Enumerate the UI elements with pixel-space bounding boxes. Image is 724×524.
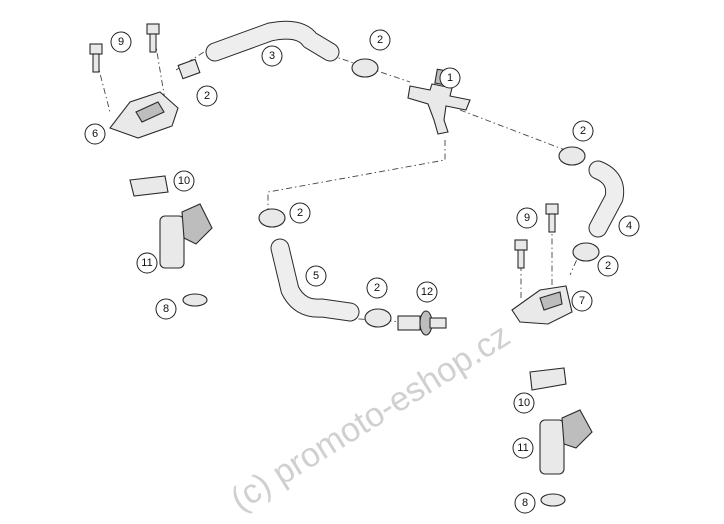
callout-5: 5 xyxy=(305,265,327,287)
svg-text:8: 8 xyxy=(163,303,169,315)
screws-9 xyxy=(89,23,559,269)
svg-text:2: 2 xyxy=(377,34,383,46)
outlet-fitting-part xyxy=(397,310,447,336)
callout-3: 3 xyxy=(261,45,283,67)
svg-text:1: 1 xyxy=(447,72,453,84)
svg-text:10: 10 xyxy=(178,175,190,187)
svg-text:10: 10 xyxy=(518,397,530,409)
callout-8: 8 xyxy=(514,492,536,514)
callout-10: 10 xyxy=(173,170,195,192)
bracket-6-part xyxy=(109,91,179,139)
svg-text:9: 9 xyxy=(524,212,530,224)
clips-10 xyxy=(129,175,567,391)
svg-text:2: 2 xyxy=(374,282,380,294)
svg-text:11: 11 xyxy=(517,442,528,454)
watermark-text: (c) promoto-eshop.cz xyxy=(224,316,517,518)
o-rings-8 xyxy=(182,293,566,507)
callout-11: 11 xyxy=(512,437,534,459)
callout-2: 2 xyxy=(289,202,311,224)
callout-4: 4 xyxy=(618,215,640,237)
injectors-11 xyxy=(159,203,593,475)
svg-text:6: 6 xyxy=(92,128,98,140)
callout-2: 2 xyxy=(369,29,391,51)
callout-1: 1 xyxy=(439,67,461,89)
svg-text:7: 7 xyxy=(579,295,585,307)
callout-6: 6 xyxy=(84,123,106,145)
callout-12: 12 xyxy=(416,281,438,303)
svg-text:2: 2 xyxy=(297,207,303,219)
callout-8: 8 xyxy=(155,298,177,320)
svg-text:3: 3 xyxy=(269,50,275,62)
callout-2: 2 xyxy=(366,277,388,299)
svg-text:9: 9 xyxy=(118,36,124,48)
assembly-lines xyxy=(96,39,583,323)
bracket-7-part xyxy=(511,285,573,325)
hose-clamps xyxy=(177,58,600,328)
svg-text:4: 4 xyxy=(626,220,632,232)
hose-5-part xyxy=(270,238,360,322)
t-connector-part xyxy=(407,68,471,135)
callout-10: 10 xyxy=(513,392,535,414)
callout-2: 2 xyxy=(196,85,218,107)
svg-text:8: 8 xyxy=(522,497,528,509)
callout-9: 9 xyxy=(110,31,132,53)
callout-9: 9 xyxy=(516,207,538,229)
callout-7: 7 xyxy=(571,290,593,312)
callout-2: 2 xyxy=(597,255,619,277)
svg-text:5: 5 xyxy=(313,270,319,282)
svg-text:12: 12 xyxy=(421,286,433,298)
svg-text:2: 2 xyxy=(204,90,210,102)
callout-2: 2 xyxy=(572,120,594,142)
hose-4-part xyxy=(588,160,625,238)
svg-text:11: 11 xyxy=(141,257,152,269)
hose-3-part xyxy=(205,20,340,62)
callout-11: 11 xyxy=(136,252,158,274)
svg-text:2: 2 xyxy=(605,260,611,272)
svg-text:2: 2 xyxy=(580,125,586,137)
